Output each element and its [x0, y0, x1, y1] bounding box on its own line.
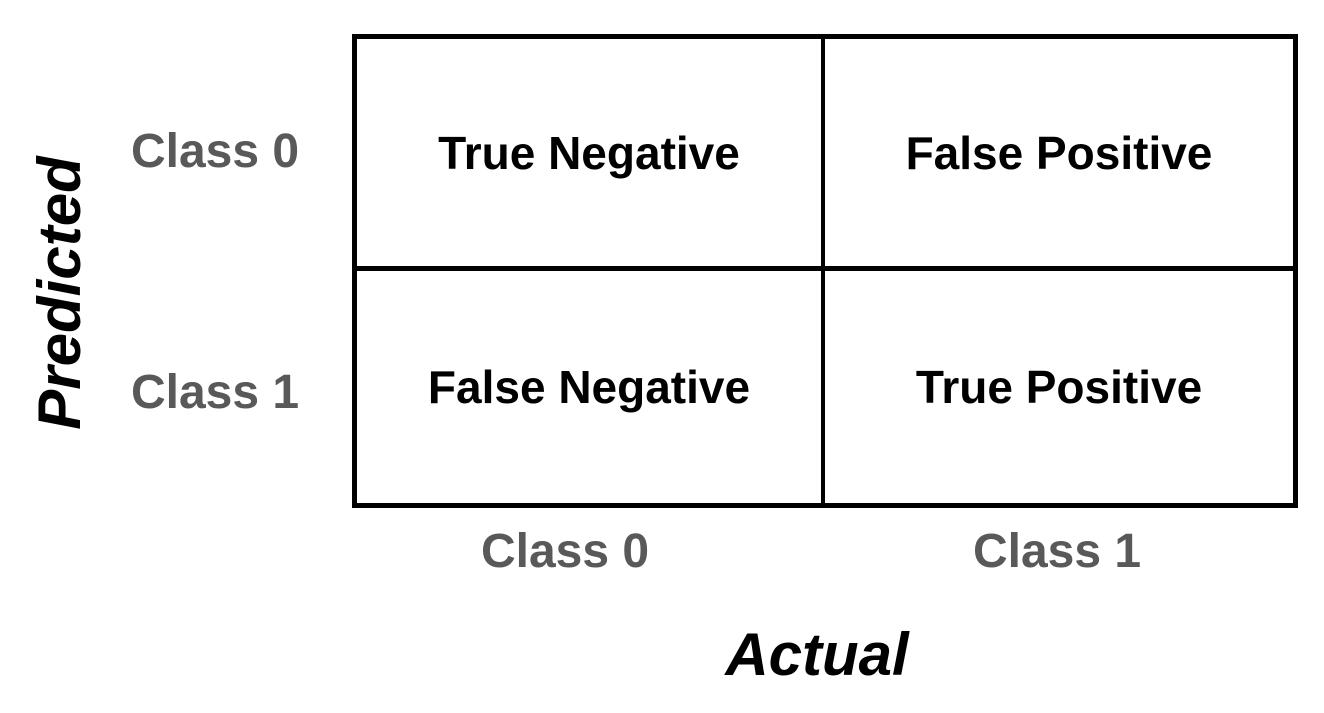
row-label-class-0: Class 0 [130, 125, 300, 178]
col-label-class-1: Class 1 [972, 525, 1142, 578]
cell-true-negative: True Negative [357, 39, 825, 271]
y-axis-title: Predicted [26, 156, 93, 430]
cell-false-negative: False Negative [357, 271, 825, 503]
cell-false-positive: False Positive [825, 39, 1293, 271]
cell-true-positive: True Positive [915, 361, 1203, 413]
col-label-class-0: Class 0 [480, 525, 650, 578]
matrix-grid: True Negative False Positive False Negat… [352, 34, 1298, 508]
x-axis-title: Actual [725, 621, 909, 688]
row-label-class-1: Class 1 [130, 366, 300, 419]
